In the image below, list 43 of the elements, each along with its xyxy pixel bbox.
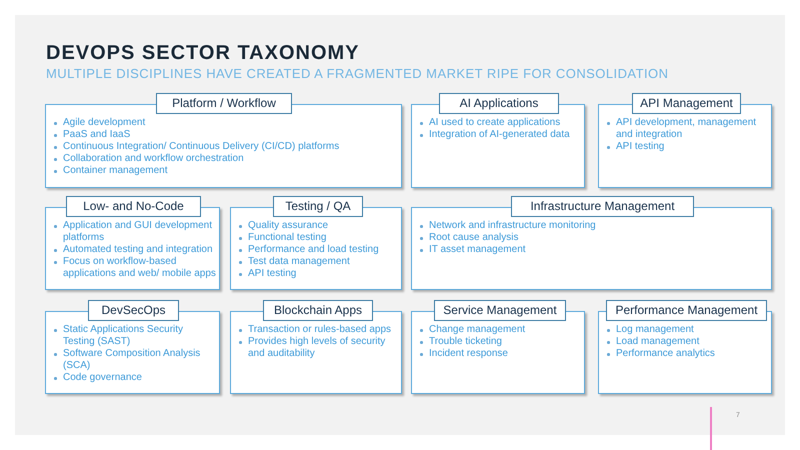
bullet-item: Application and GUI development platforms [50,220,216,244]
bullet-item: Software Composition Analysis (SCA) [50,348,216,372]
subtitle: MULTIPLE DISCIPLINES HAVE CREATED A FRAGMENTED MARKET RIPE FOR CONSOLIDATION [46,66,668,81]
category-heading: Low- and No-Code [66,196,201,217]
category-heading: Performance Management [606,300,767,321]
bullet-item: Performance and load testing [235,244,398,256]
bullet-item: Provides high levels of security and auditability [235,336,398,360]
bullet-item: Automated testing and integration [50,244,216,256]
bullet-item: Functional testing [235,232,398,244]
bullet-item: Performance analytics [603,348,768,360]
category-heading: Blockchain Apps [263,300,373,321]
category-heading: Service Management [434,300,566,321]
bullet-item: Quality assurance [235,220,398,232]
bullet-item: PaaS and IaaS [50,129,398,141]
slide-title: DEVOPS SECTOR TAXONOMY [46,42,360,64]
category-heading: AI Applications [439,93,559,114]
bullet-item: Change management [416,324,581,336]
bullet-item: IT asset management [416,244,768,256]
bullet-item: Collaboration and workflow orchestration [50,153,398,165]
bullet-item: Log management [603,324,768,336]
bullet-item: Focus on workflow-based applications and web/ mobile apps [50,256,216,280]
category-heading: Platform / Workflow [156,93,292,114]
bullet-item: API testing [235,268,398,280]
bullet-item: Incident response [416,348,581,360]
bullet-item: Agile development [50,117,398,129]
bullet-item: Container management [50,165,398,177]
bullet-item: API development, management and integration [603,117,768,141]
category-heading: Infrastructure Management [511,196,694,217]
bullet-item: Transaction or rules-based apps [235,324,398,336]
bullet-item: Static Applications Security Testing (SAST) [50,324,216,348]
bullet-item: Network and infrastructure monitoring [416,220,768,232]
bullet-item: Load management [603,336,768,348]
category-heading: API Management [632,93,741,114]
bullet-item: Code governance [50,372,216,384]
bullet-item: Integration of AI-generated data [416,129,581,141]
category-heading: Testing / QA [273,196,363,217]
category-heading: DevSecOps [88,300,179,321]
bullet-item: AI used to create applications [416,117,581,129]
bullet-item: Test data management [235,256,398,268]
bullet-item: Trouble ticketing [416,336,581,348]
bullet-item: API testing [603,141,768,153]
bullet-item: Continuous Integration/ Continuous Delivery (CI/CD) platforms [50,141,398,153]
bullet-item: Root cause analysis [416,232,768,244]
